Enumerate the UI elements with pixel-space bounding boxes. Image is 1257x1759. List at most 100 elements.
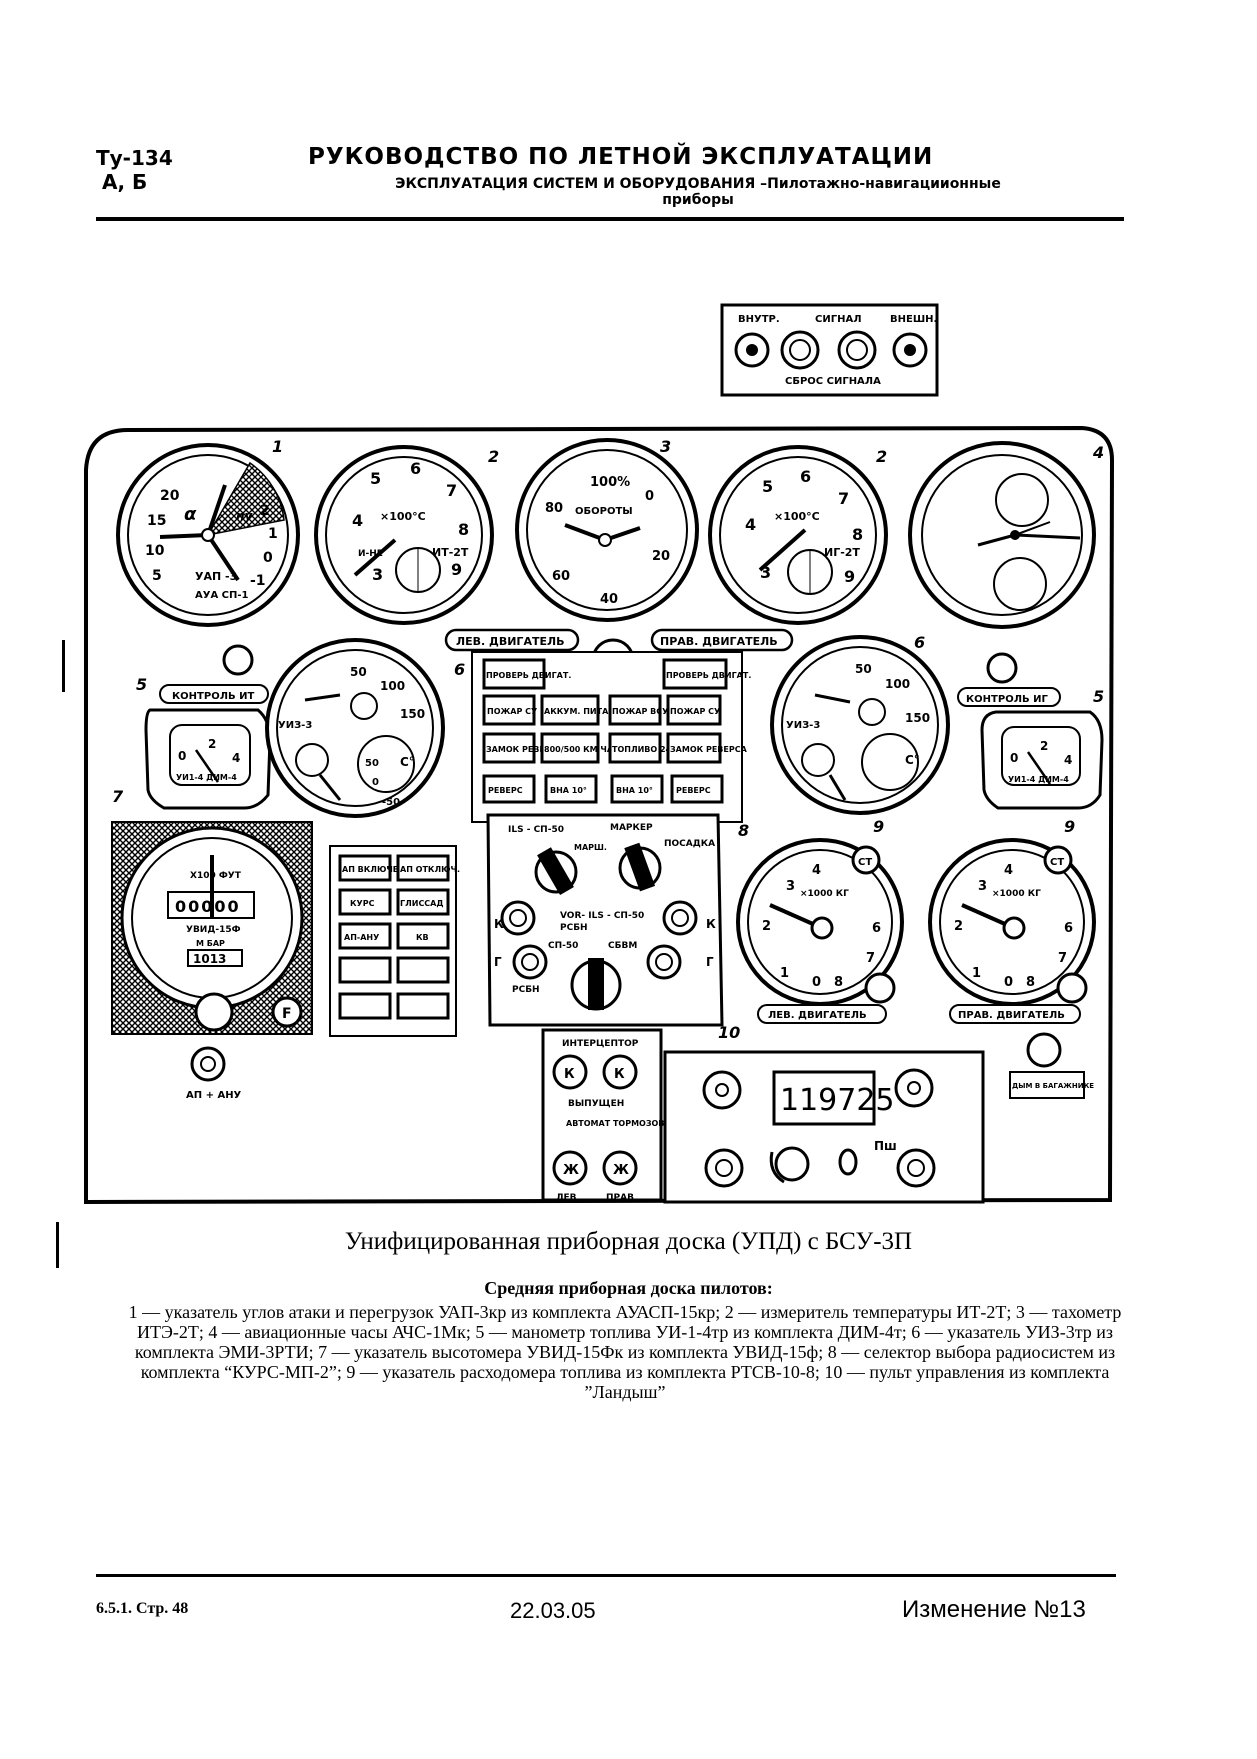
uiz-unit: С° xyxy=(905,753,920,767)
warning-vna-left: ВНА 10° xyxy=(550,786,587,795)
baro-knob xyxy=(194,992,234,1032)
marker-selector-knob[interactable] xyxy=(618,842,662,892)
callout-number: 5 xyxy=(136,675,147,694)
it-scale: 5 xyxy=(370,469,381,488)
callout-number: 6 xyxy=(914,633,925,652)
uiz-unit: С° xyxy=(400,755,415,769)
glide-button-left[interactable] xyxy=(512,944,548,980)
fuel-sto: СТ xyxy=(1050,857,1064,868)
dim-scale: 4 xyxy=(232,751,240,765)
tacho-scale: 20 xyxy=(652,549,670,564)
egt-gauge-left: ×100°С 4 5 6 7 8 9 3 ИТ-2Т И-НЕ xyxy=(314,445,494,625)
egt-gauge-right: ×100°С 4 5 6 7 8 9 3 ИГ-2Т xyxy=(708,445,888,625)
svg-text:Ж: Ж xyxy=(563,1163,579,1178)
fuel-flow-gauge-left: ×1000 КГ 3 4 6 2 1 0 8 7 СТ xyxy=(736,838,904,1006)
dim-model: УИ1-4 ДИМ-4 xyxy=(176,773,237,782)
callout-number: 8 xyxy=(738,821,749,840)
fuel-scale: 7 xyxy=(1058,951,1067,966)
control-lamp xyxy=(222,644,254,676)
fuel-scale: 2 xyxy=(954,919,963,934)
sel-k-right: К xyxy=(706,917,716,931)
left-engine-title: ЛЕВ. ДВИГАТЕЛЬ xyxy=(456,635,565,648)
warning-reverse-left: РЕВЕРС xyxy=(488,786,523,795)
fuel-scale: 7 xyxy=(866,951,875,966)
sel-rsbn-bottom: РСБН xyxy=(512,985,540,995)
sel-ils: ILS - СП-50 xyxy=(508,825,564,835)
uvid-unit: X100 ФУТ xyxy=(190,871,242,881)
signal-reset-button[interactable] xyxy=(780,330,820,370)
course-button-left[interactable] xyxy=(500,900,536,936)
fuel-pressure-gauge-right: 0 2 4 УИ1-4 ДИМ-4 xyxy=(980,710,1104,810)
dim-scale: 0 xyxy=(178,749,186,763)
fuel-unit: ×1000 КГ xyxy=(992,889,1041,899)
kv-label: КВ xyxy=(416,933,429,942)
signal-reset-label: СБРОС СИГНАЛА xyxy=(785,376,881,387)
uiz-small: 50 xyxy=(365,758,379,769)
svg-text:К: К xyxy=(614,1067,625,1082)
fuel-scale: 6 xyxy=(872,921,881,936)
brake-lamp-left: Ж xyxy=(552,1150,588,1186)
ap-anu-button[interactable] xyxy=(190,1046,226,1082)
ils-selector-knob[interactable] xyxy=(534,847,578,896)
spoiler-title: ИНТЕРЦЕПТОР xyxy=(562,1039,639,1049)
spoiler-released: ВЫПУЩЕН xyxy=(568,1099,624,1109)
legend-body: 1 — указатель углов атаки и перегрузок У… xyxy=(128,1302,1122,1402)
spoiler-lamp-left: К xyxy=(552,1054,588,1090)
callout-number: 5 xyxy=(1093,687,1104,706)
it-model: ИТ-2Т xyxy=(432,546,469,559)
fuel-left-caption: ЛЕВ. ДВИГАТЕЛЬ xyxy=(768,1010,867,1021)
sel-march: МАРШ. xyxy=(574,843,607,852)
it-scale: 7 xyxy=(446,481,457,500)
ig-model: ИГ-2Т xyxy=(824,546,860,559)
uiz-gauge-right: 50 100 150 УИЗ-3 С° xyxy=(770,635,950,815)
callout-number: 4 xyxy=(1092,443,1104,462)
uap-scale: 1 xyxy=(268,526,278,542)
landysh-rotary-knob[interactable] xyxy=(769,1146,810,1184)
landysh-button[interactable] xyxy=(704,1148,744,1188)
uiz-scale: 100 xyxy=(885,677,910,691)
sel-g-right: Г xyxy=(706,955,714,969)
warning-light-grid: ПРОВЕРЬ ДВИГАТ. ПРОВЕРЬ ДВИГАТ. ПОЖАР СУ… xyxy=(471,651,751,823)
uap-model: УАП -3 xyxy=(195,570,237,583)
fuel-scale: 3 xyxy=(786,879,795,894)
brake-left-label: ЛЕВ xyxy=(556,1193,577,1203)
course-label: КУРС xyxy=(350,899,375,908)
landysh-button[interactable] xyxy=(894,1068,934,1108)
ap-anu-caption: АП + АНУ xyxy=(186,1090,242,1101)
fuel-flow-gauge-right: ×1000 КГ 3 4 6 2 1 0 8 7 СТ xyxy=(928,838,1096,1006)
warning-battery: АККУМ. ПИТАН. xyxy=(544,707,618,716)
uiz-model: УИЗ-3 xyxy=(786,720,820,731)
dim-scale: 0 xyxy=(1010,751,1018,765)
fuel-unit: ×1000 КГ xyxy=(800,889,849,899)
signal-reset-button[interactable] xyxy=(837,330,877,370)
uap-scale: 20 xyxy=(160,488,180,504)
radio-system-knob[interactable] xyxy=(570,958,622,1011)
ig-scale: 8 xyxy=(852,525,863,544)
uvid-digits: 00000 xyxy=(175,897,241,916)
landysh-toggle[interactable] xyxy=(838,1148,858,1176)
glide-button-right[interactable] xyxy=(646,944,682,980)
legend-title: Средняя приборная доска пилотов: xyxy=(484,1278,773,1298)
subtitle-line-1: ЭКСПЛУАТАЦИЯ СИСТЕМ И ОБОРУДОВАНИЯ –Пило… xyxy=(395,176,1001,192)
fuel-scale: 6 xyxy=(1064,921,1073,936)
it-sub: И-НЕ xyxy=(358,549,383,559)
landysh-button[interactable] xyxy=(702,1070,742,1110)
uiz-scale: 150 xyxy=(400,707,425,721)
sel-k-left: К xyxy=(494,917,504,931)
course-button-right[interactable] xyxy=(662,900,698,936)
uap-scale: 5 xyxy=(152,568,162,584)
ig-scale: 7 xyxy=(838,489,849,508)
signal-panel: ВНУТР. СИГНАЛ ВНЕШН. СБРОС СИГНАЛА xyxy=(720,303,939,397)
page-number: 6.5.1. Стр. 48 xyxy=(96,1600,189,1617)
tacho-scale: 60 xyxy=(552,569,570,584)
tacho-scale: 0 xyxy=(645,489,654,504)
landysh-button[interactable] xyxy=(896,1148,936,1188)
uap-kit: АУА СП-1 xyxy=(195,590,249,601)
dim-model: УИ1-4 ДИМ-4 xyxy=(1008,775,1069,784)
altimeter-uvid: X100 ФУТ 00000 УВИД-15Ф М БАР 1013 F xyxy=(111,821,313,1035)
uiz-small: -50 xyxy=(382,797,400,808)
sel-g-left: Г xyxy=(494,955,502,969)
uap-scale: 10 xyxy=(145,543,165,559)
control-it-label: КОНТРОЛЬ ИТ xyxy=(172,691,254,702)
control-lamp xyxy=(986,652,1018,684)
